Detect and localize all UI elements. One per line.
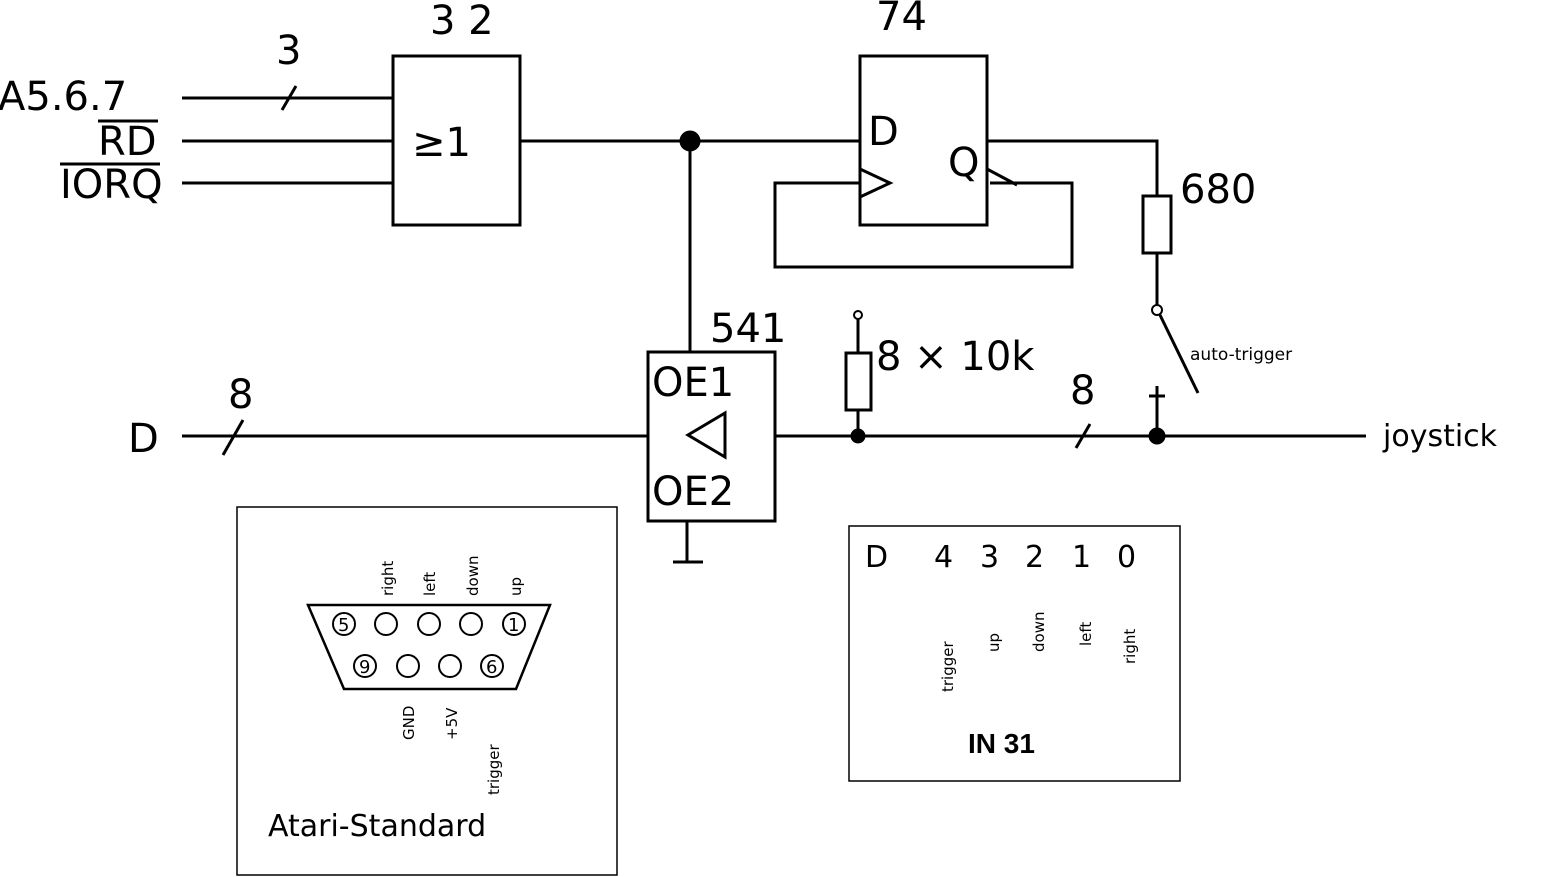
pin-number-9: 9 [359, 657, 370, 678]
addr-bus-width-label: 3 [276, 28, 301, 74]
vcc-terminal-icon [853, 310, 863, 320]
db9-pin-2 [459, 612, 483, 636]
flip-flop-d-pin-label: D [868, 109, 899, 155]
atari-label-right: right [379, 561, 397, 596]
db9-pin-4 [374, 612, 398, 636]
buffer-oe2-label: OE2 [652, 469, 734, 515]
joystick-bus-width-label: 8 [1070, 368, 1095, 414]
in31-panel [848, 525, 1181, 782]
in31-bit-0: 0 [1117, 540, 1136, 575]
in31-label-trigger: trigger [939, 641, 957, 692]
atari-standard-caption: Atari-Standard [268, 809, 486, 844]
addr-input-label: A5.6.7 [0, 74, 127, 120]
atari-label-left: left [421, 572, 439, 596]
atari-label-gnd: GND [400, 706, 418, 740]
rd-input-label: RD [98, 119, 157, 165]
in31-label-up: up [985, 633, 1003, 652]
pin-number-5: 5 [338, 615, 349, 636]
in31-header-d: D [865, 540, 888, 575]
resistor-680 [1141, 194, 1173, 255]
or-gate-32-symbol: ≥1 [412, 120, 471, 166]
db9-pin-3 [417, 612, 441, 636]
addr-bus-slash [280, 85, 298, 111]
db9-pin-8 [396, 654, 420, 678]
or-gate-32-label: 3 2 [430, 0, 494, 44]
clock-triangle-icon [859, 167, 894, 199]
resistor-array-10k [844, 351, 873, 412]
in31-label-down: down [1030, 612, 1048, 652]
db9-pin-7 [438, 654, 462, 678]
switch-contact-icon [1151, 304, 1163, 316]
flip-flop-q-pin-label: Q [948, 140, 979, 186]
atari-label-5v: +5V [443, 707, 461, 740]
in31-caption: IN 31 [968, 728, 1035, 759]
joystick-bus-slash [1074, 423, 1092, 449]
pin-number-1: 1 [508, 615, 519, 636]
buffer-541-label: 541 [710, 306, 786, 352]
db9-pin-9 [353, 654, 377, 678]
in31-label-left: left [1077, 622, 1095, 646]
resistor-680-label: 680 [1180, 167, 1256, 213]
in31-bit-2: 2 [1025, 540, 1044, 575]
switch-label: auto-trigger [1190, 345, 1292, 365]
atari-label-down: down [464, 556, 482, 596]
data-bus-slash [221, 419, 245, 456]
atari-standard-panel [236, 506, 618, 876]
db9-pin-6 [480, 654, 504, 678]
db9-pin-1 [502, 612, 526, 636]
feedback-loop-wire [773, 181, 1074, 269]
buffer-oe1-label: OE1 [652, 360, 734, 406]
in31-bit-3: 3 [980, 540, 999, 575]
in31-label-right: right [1121, 629, 1139, 664]
resistor-array-label: 8 × 10k [876, 334, 1035, 380]
in31-bit-1: 1 [1072, 540, 1091, 575]
joystick-output-label: joystick [1382, 419, 1498, 454]
db9-pin-5 [332, 612, 356, 636]
buffer-triangle-icon [685, 410, 727, 460]
iorq-input-label: IORQ [60, 162, 163, 208]
in31-bit-4: 4 [934, 540, 953, 575]
pin-number-6: 6 [486, 657, 497, 678]
q-output-wire [987, 139, 1159, 196]
data-bus-width-label: 8 [228, 372, 253, 418]
data-bus-label: D [128, 416, 159, 462]
flip-flop-74-label: 74 [876, 0, 927, 40]
atari-label-trigger: trigger [485, 744, 503, 795]
atari-label-up: up [507, 577, 525, 596]
auto-trigger-switch [1158, 314, 1200, 394]
db9-connector-icon [306, 603, 552, 691]
